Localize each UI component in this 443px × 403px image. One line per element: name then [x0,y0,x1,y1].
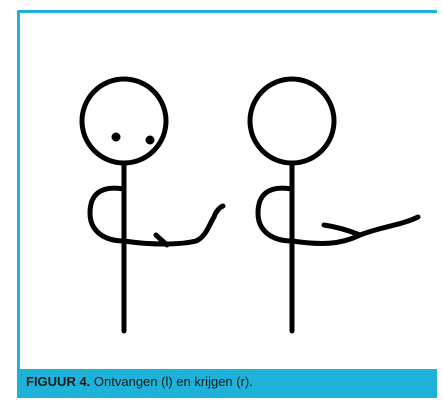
caption-label: FIGUUR 4. [26,374,90,389]
left-eye-1 [112,133,121,142]
stick-figures-illustration [20,13,440,371]
left-stick-figure [82,79,223,331]
right-hand-detail [324,225,360,235]
left-head [82,79,166,163]
figure-caption: FIGUUR 4. Ontvangen (l) en krijgen (r). [20,369,437,395]
caption-text: Ontvangen (l) en krijgen (r). [90,374,253,389]
left-eye-2 [146,136,155,145]
right-head [250,79,334,163]
right-arm [258,188,418,243]
figure-frame: FIGUUR 4. Ontvangen (l) en krijgen (r). [17,10,437,398]
right-stick-figure [250,79,418,331]
